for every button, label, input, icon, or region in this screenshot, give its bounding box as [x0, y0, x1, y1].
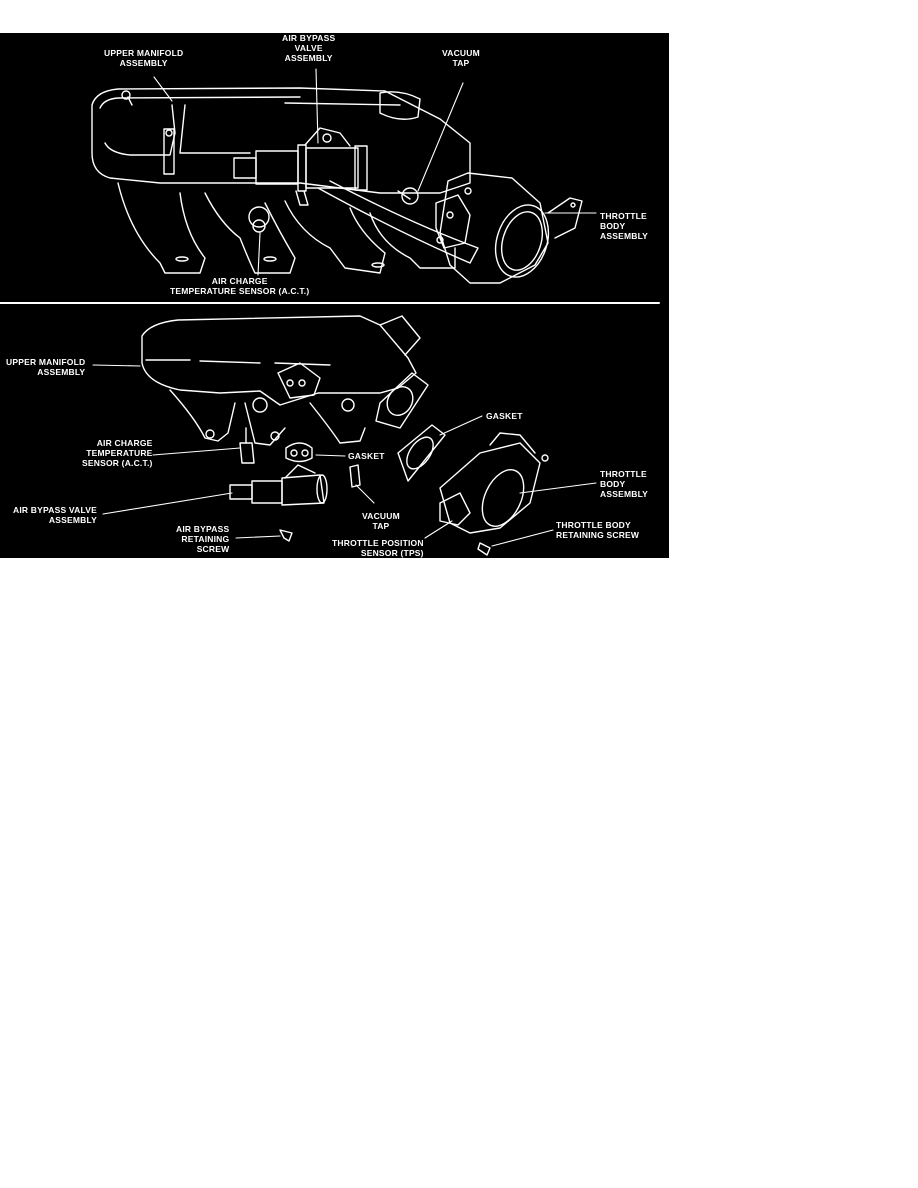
bottom-leader-lines [92, 364, 597, 547]
upper-manifold-bottom [141, 315, 429, 446]
label-upper-manifold-top: UPPER MANIFOLD ASSEMBLY [104, 48, 184, 68]
label-tps: THROTTLE POSITION SENSOR (TPS) [332, 538, 424, 558]
label-gasket-throttle: GASKET [486, 411, 523, 421]
top-leader-lines [153, 68, 597, 276]
gasket-bypass-part [285, 442, 313, 463]
label-throttle-body-top: THROTTLE BODY ASSEMBLY [600, 211, 649, 241]
label-throttle-body-bottom: THROTTLE BODY ASSEMBLY [600, 469, 649, 499]
label-gasket-bypass: GASKET [348, 451, 385, 461]
throttle-body-screw-part [477, 542, 491, 556]
hose [317, 180, 479, 264]
label-act-sensor-bottom: AIR CHARGE TEMPERATURE SENSOR (A.C.T.) [82, 438, 153, 468]
throttle-body-top [435, 172, 583, 284]
bottom-view-illustration [92, 315, 597, 556]
act-sensor-part [239, 427, 255, 464]
label-air-bypass-screw: AIR BYPASS RETAINING SCREW [176, 524, 230, 554]
label-upper-manifold-bottom: UPPER MANIFOLD ASSEMBLY [6, 357, 86, 377]
upper-manifold-top [91, 87, 471, 274]
vacuum-tap-part [349, 464, 361, 488]
air-bypass-valve-top [233, 127, 368, 206]
throttle-body-part [439, 432, 549, 534]
label-vacuum-tap-top: VACUUM TAP [442, 48, 480, 68]
label-air-bypass-valve-bottom: AIR BYPASS VALVE ASSEMBLY [13, 505, 97, 525]
label-air-bypass-valve-top: AIR BYPASS VALVE ASSEMBLY [282, 33, 336, 63]
air-bypass-screw-part [279, 529, 293, 542]
manifold-diagram: UPPER MANIFOLD ASSEMBLY AIR BYPASS VALVE… [0, 33, 669, 558]
air-bypass-valve-part [229, 464, 328, 506]
label-vacuum-tap-bottom: VACUUM TAP [362, 511, 400, 531]
gasket-throttle-part [397, 424, 446, 482]
label-throttle-body-screw: THROTTLE BODY RETAINING SCREW [556, 520, 640, 540]
top-view-illustration [91, 68, 597, 284]
label-act-sensor-top: AIR CHARGE TEMPERATURE SENSOR (A.C.T.) [170, 276, 310, 296]
